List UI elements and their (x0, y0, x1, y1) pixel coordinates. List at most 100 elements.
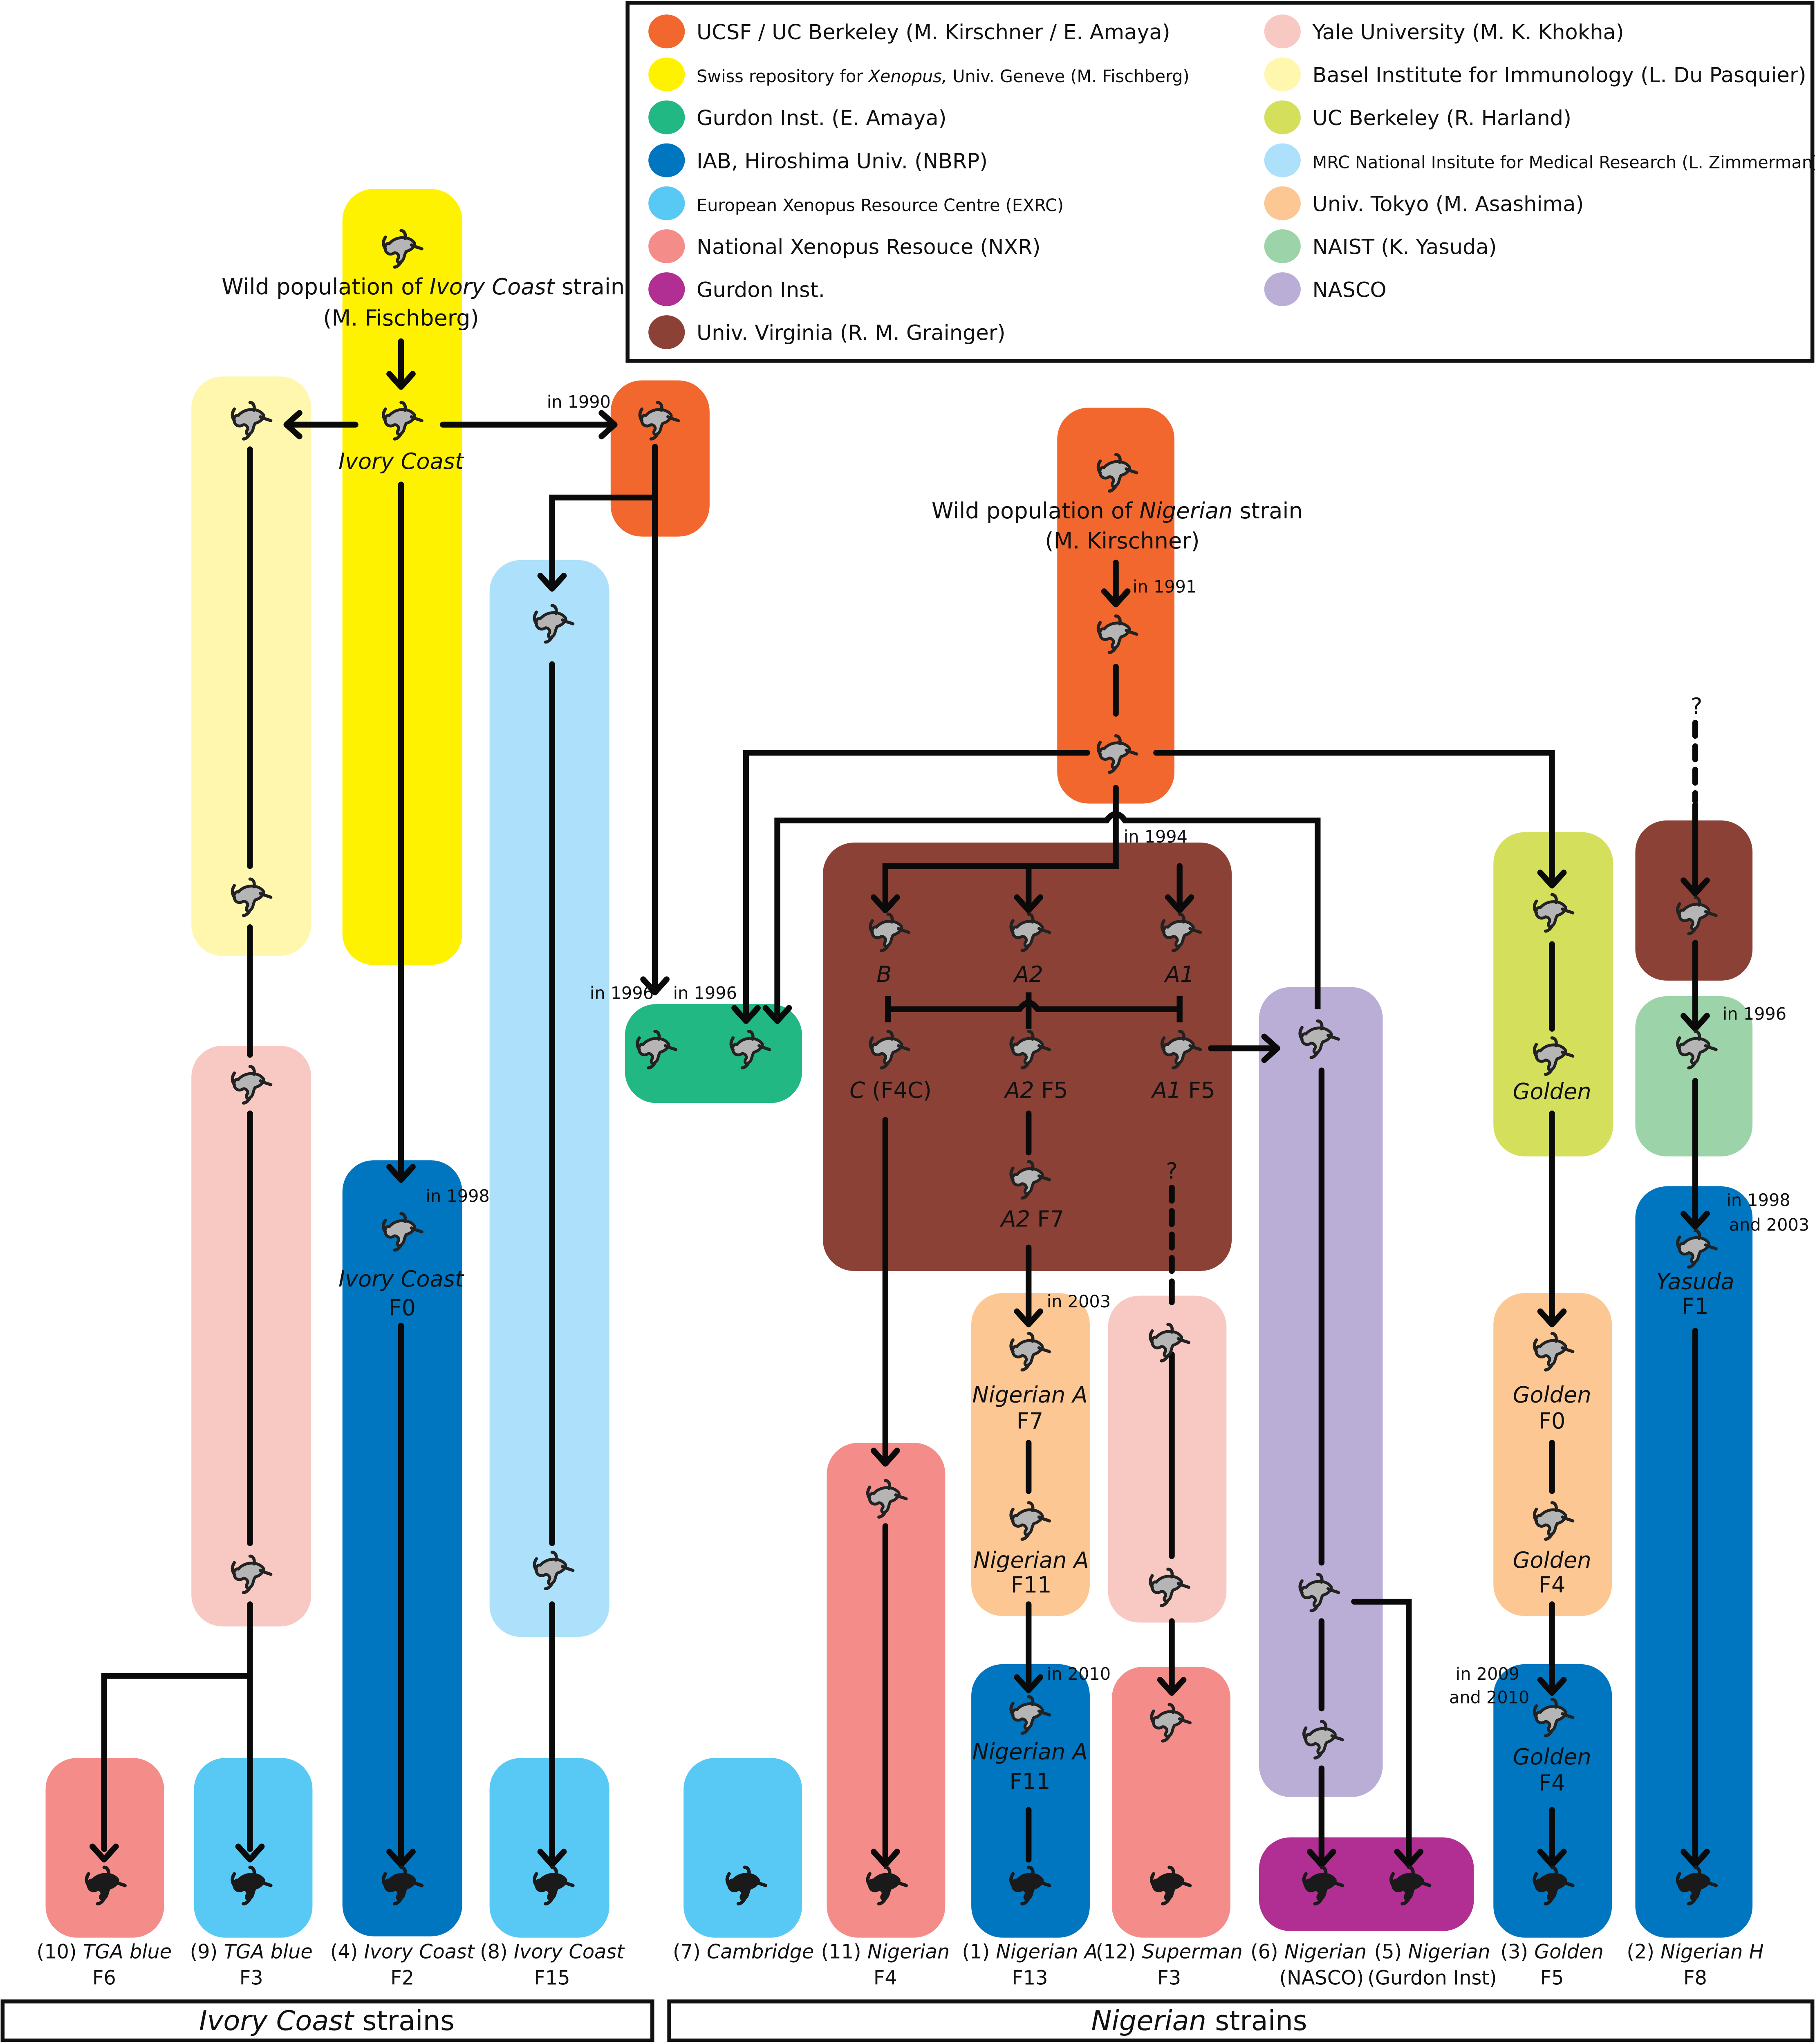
arrow-head-icon (386, 1164, 416, 1183)
legend-label: UCSF / UC Berkeley (M. Kirschner / E. Am… (697, 20, 1170, 45)
lineage-line (101, 1673, 253, 1852)
strain-name: (7) Cambridge (673, 1941, 814, 1963)
date-1990: in 1990 (547, 392, 611, 412)
node-a1-f5: A1 F5 (1151, 1077, 1215, 1103)
arrow-head-icon (1681, 1210, 1710, 1230)
arrow-head-icon (1307, 1849, 1336, 1868)
strain-name: (3) Golden (1500, 1941, 1603, 1963)
strain-generation: (Gurdon Inst) (1367, 1967, 1497, 1989)
arrow-head-icon (871, 894, 900, 913)
lineage-lines (89, 338, 1710, 1868)
legend-swatch (648, 272, 685, 306)
arrow-head-icon (283, 410, 302, 439)
legend-label: Gurdon Inst. (697, 278, 825, 303)
arrow-head-icon (1537, 870, 1567, 889)
node-a1: A1 (1164, 961, 1194, 987)
node-ivory-f0-gen: F0 (389, 1295, 416, 1320)
arrow-head-icon (1157, 1676, 1187, 1696)
box-iab-golden (1493, 1664, 1612, 1938)
arrow-head-icon (1537, 1849, 1567, 1868)
box-naist (1635, 996, 1753, 1156)
date-1991: in 1991 (1133, 577, 1197, 597)
arrow-head-icon (762, 1005, 792, 1024)
strain-name: (8) Ivory Coast (480, 1941, 625, 1963)
legend-swatch (1264, 14, 1301, 49)
legend-label: Univ. Tokyo (M. Asashima) (1313, 192, 1584, 216)
date-2010: in 2010 (1047, 1664, 1111, 1684)
box-gurdon-amaya (625, 1004, 802, 1103)
node-nigA-f11-name: Nigerian A (973, 1547, 1089, 1573)
arrow-head-icon (1681, 1013, 1710, 1032)
arrow-head-icon (1394, 1849, 1424, 1868)
arrow-head-icon (1101, 588, 1131, 607)
legend-swatch (648, 315, 685, 349)
strain-generation: F3 (1157, 1967, 1181, 1989)
node-nigA-f7-name: Nigerian A (972, 1382, 1087, 1408)
arrow-head-icon (89, 1843, 119, 1862)
ivory-wild-who: (M. Fischberg) (323, 305, 479, 331)
node-yasuda-name: Yasuda (1656, 1269, 1734, 1295)
box-nxr-superman (1112, 1667, 1230, 1938)
node-golden-f0-gen: F0 (1539, 1408, 1566, 1434)
strain-generation: F3 (240, 1967, 263, 1989)
legend-label: NAIST (K. Yasuda) (1313, 235, 1497, 259)
nigerian-wild-who: (M. Kirschner) (1045, 528, 1199, 554)
date-1998-2003-b: and 2003 (1729, 1215, 1809, 1235)
legend-label: IAB, Hiroshima Univ. (NBRP) (697, 149, 988, 173)
strain-name: (12) Superman (1096, 1941, 1243, 1963)
node-golden-f4-gen: F4 (1539, 1572, 1566, 1598)
date-2003: in 2003 (1047, 1292, 1111, 1311)
arrow-head-icon (537, 573, 567, 592)
node-nigA-f11-gen: F11 (1011, 1572, 1052, 1598)
arrow-head-icon (1014, 894, 1044, 913)
node-nigA-f7-gen: F7 (1017, 1408, 1044, 1434)
node-a2-f5: A2 F5 (1004, 1077, 1068, 1103)
node-golden-f4b-name: Golden (1513, 1744, 1591, 1770)
box-gurdon-inst (1259, 1837, 1474, 1931)
strain-name: (4) Ivory Coast (330, 1941, 475, 1963)
arrow-head-icon (871, 1849, 900, 1868)
nigerian-wild-label: Wild population of Nigerian strain (932, 498, 1303, 524)
lineage-line (885, 992, 1183, 1029)
strain-name: (9) TGA blue (190, 1941, 313, 1963)
legend-box (625, 0, 1815, 363)
strain-generation: F13 (1012, 1967, 1048, 1989)
strain-name: (6) Nigerian (1250, 1941, 1367, 1963)
strain-generation: F5 (1540, 1967, 1564, 1989)
legend-label: Swiss repository for Xenopus, Univ. Gene… (697, 67, 1190, 86)
legend-swatch (648, 57, 685, 92)
arrow-head-icon (386, 371, 416, 390)
ivory-coast-strains-title: Ivory Coast strains (199, 2005, 455, 2037)
ivory-coast-label: Ivory Coast (338, 448, 464, 474)
box-exrc-tga (194, 1758, 313, 1938)
strain-name: (11) Nigerian (821, 1941, 950, 1963)
legend-swatch (1264, 57, 1301, 92)
lineage-line (882, 785, 1119, 911)
arrow-head-icon (1537, 1676, 1567, 1696)
legend-swatch (648, 143, 685, 177)
strain-generation: (NASCO) (1279, 1967, 1364, 1989)
legend-swatch (1264, 143, 1301, 177)
nigerian-strains-title: Nigerian strains (1091, 2005, 1307, 2037)
legend-swatch (1264, 186, 1301, 220)
node-golden-f4b-gen: F4 (1539, 1770, 1566, 1796)
date-2009-2010-b: and 2010 (1449, 1688, 1529, 1707)
date-2009-2010-a: in 2009 (1456, 1664, 1519, 1684)
box-yale-superman (1108, 1295, 1227, 1623)
lineage-line (774, 811, 1321, 1016)
strain-generation: F6 (92, 1967, 116, 1989)
strain-generation: F2 (390, 1967, 414, 1989)
arrow-head-icon (1681, 877, 1710, 896)
legend-label: MRC National Insitute for Medical Resear… (1313, 152, 1815, 172)
node-ivory-f0-name: Ivory Coast (338, 1266, 464, 1292)
legend-label: UC Berkeley (R. Harland) (1313, 106, 1571, 130)
strain-name: (5) Nigerian (1374, 1941, 1490, 1963)
arrow-head-icon (1261, 1033, 1280, 1063)
legend-label: European Xenopus Resource Centre (EXRC) (697, 195, 1064, 215)
legend-swatch (648, 229, 685, 263)
arrow-head-icon (1681, 1849, 1710, 1868)
